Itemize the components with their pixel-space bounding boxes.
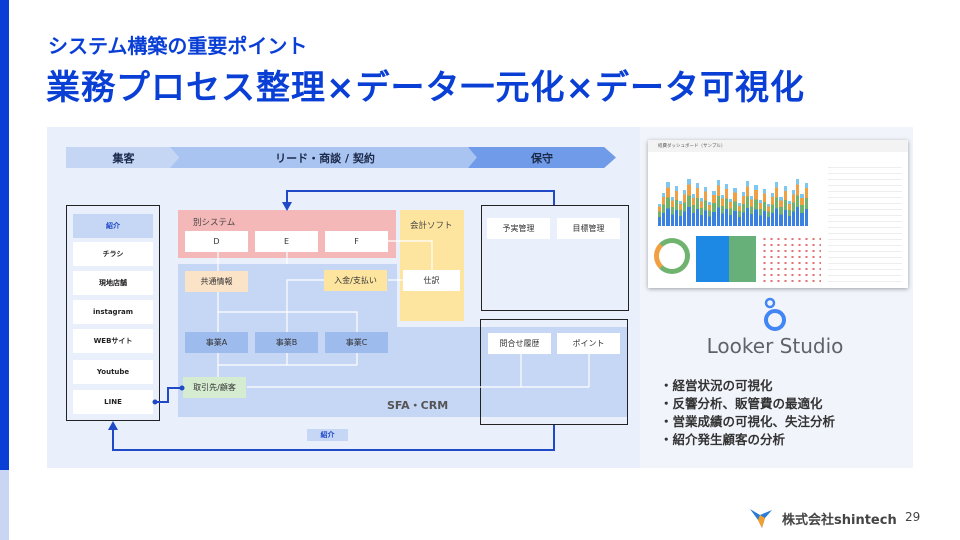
dashboard-bar: [687, 179, 691, 226]
dashboard-treemap: [696, 236, 756, 282]
dashboard-bar: [800, 194, 804, 226]
journal-node: 仕訳: [403, 270, 460, 291]
dashboard-bar: [683, 190, 687, 226]
referral-tag: 紹介: [307, 429, 348, 441]
dashboard-bar: [762, 189, 766, 226]
dashboard-bar: [741, 192, 745, 226]
business-a: 事業A: [185, 332, 248, 353]
target-node: 目標管理: [557, 218, 620, 239]
system-d: D: [185, 231, 248, 252]
sfa-crm-label: SFA・CRM: [387, 399, 449, 412]
business-c: 事業C: [325, 332, 388, 353]
dashboard-bar: [712, 191, 716, 226]
channel-store: 現地店舗: [73, 271, 153, 295]
looker-studio-name: Looker Studio: [706, 334, 844, 358]
dashboard-bar: [729, 199, 733, 226]
bullet-item: ・営業成績の可視化、失注分析: [660, 414, 836, 429]
phase-lead-deal: リード・商談 / 契約: [170, 147, 480, 168]
blue-loop-lines: [112, 190, 555, 451]
accounting-label: 会計ソフト: [410, 221, 453, 231]
customer-node: 取引先/顧客: [183, 377, 246, 398]
channel-youtube: Youtube: [73, 360, 153, 384]
budget-node: 予実管理: [487, 218, 550, 239]
dashboard-bar: [775, 182, 779, 226]
dashboard-bar: [796, 179, 800, 226]
arrow-up-icon: [108, 421, 118, 430]
dashboard-bar: [792, 190, 796, 226]
accent-bar: [0, 0, 9, 470]
inquiry-node: 問合せ履歴: [488, 333, 551, 354]
company-name: 株式会社shintech: [782, 513, 897, 528]
dashboard-bar: [787, 201, 791, 226]
dashboard-bar: [658, 204, 662, 226]
dashboard-bar: [674, 186, 678, 226]
channel-instagram: instagram: [73, 300, 153, 324]
dashboard-bar: [720, 195, 724, 226]
dashboard-bar: [695, 183, 699, 226]
business-b: 事業B: [255, 332, 318, 353]
kingfisher-logo-icon: [750, 509, 772, 528]
dashboard-bar: [704, 187, 708, 226]
common-info-node: 共通情報: [185, 271, 248, 292]
dashboard-bar: [708, 202, 712, 226]
other-system-label: 別システム: [193, 218, 236, 228]
dashboard-bar: [691, 194, 695, 226]
white-connectors: [217, 240, 590, 388]
maintenance-box-top: [481, 205, 629, 311]
bullet-item: ・紹介発生顧客の分析: [660, 432, 786, 447]
dashboard-donut: [654, 238, 690, 274]
dashboard-screenshot: 経費ダッシュボード（サンプル）: [648, 140, 908, 288]
dashboard-bar: [733, 188, 737, 226]
connector-dot: [179, 385, 185, 391]
channel-flyer: チラシ: [73, 242, 153, 266]
phase-maintenance: 保守: [468, 147, 616, 168]
dashboard-scatter: [761, 236, 821, 282]
dashboard-bar: [662, 193, 666, 226]
dashboard-title: 経費ダッシュボード（サンプル）: [648, 140, 908, 152]
dashboard-bar: [725, 184, 729, 226]
bullet-item: ・反響分析、販管費の最適化: [660, 396, 823, 411]
channel-referral: 紹介: [73, 214, 153, 238]
dashboard-bar: [716, 180, 720, 226]
dashboard-bar: [737, 203, 741, 226]
dashboard-bar: [750, 196, 754, 226]
dashboard-bar-chart: [658, 178, 808, 226]
channel-box: [66, 205, 160, 421]
dashboard-bar: [758, 200, 762, 226]
page-number: 29: [905, 510, 921, 524]
bullet-item: ・経営状況の可視化: [660, 378, 773, 393]
payment-node: 入金/支払い: [324, 270, 387, 291]
phase-acquisition: 集客: [66, 147, 181, 168]
system-e: E: [255, 231, 318, 252]
dashboard-bar: [771, 193, 775, 226]
looker-studio-logo-icon: [764, 297, 786, 331]
dashboard-bar: [766, 204, 771, 226]
dashboard-bar: [783, 186, 787, 226]
points-node: ポイント: [557, 333, 620, 354]
system-f: F: [325, 231, 388, 252]
arrow-down-icon: [282, 202, 292, 211]
accent-bar-light: [0, 470, 9, 540]
dashboard-bar: [804, 183, 808, 226]
dashboard-bar: [678, 201, 683, 226]
maintenance-box-bottom: [480, 319, 628, 425]
dashboard-table: [828, 162, 902, 282]
channel-line: LINE: [73, 390, 153, 414]
dashboard-bar: [670, 197, 674, 226]
dashboard-bar: [754, 185, 758, 226]
dashboard-bar: [745, 181, 750, 226]
dashboard-bar: [779, 197, 783, 226]
connector-dot: [152, 399, 158, 405]
page-title: 業務プロセス整理×データ一元化×データ可視化: [46, 68, 805, 108]
dashboard-bar: [666, 182, 670, 226]
dashboard-bar: [699, 198, 704, 226]
channel-web: WEBサイト: [73, 329, 153, 353]
page-subtitle: システム構築の重要ポイント: [48, 34, 308, 58]
